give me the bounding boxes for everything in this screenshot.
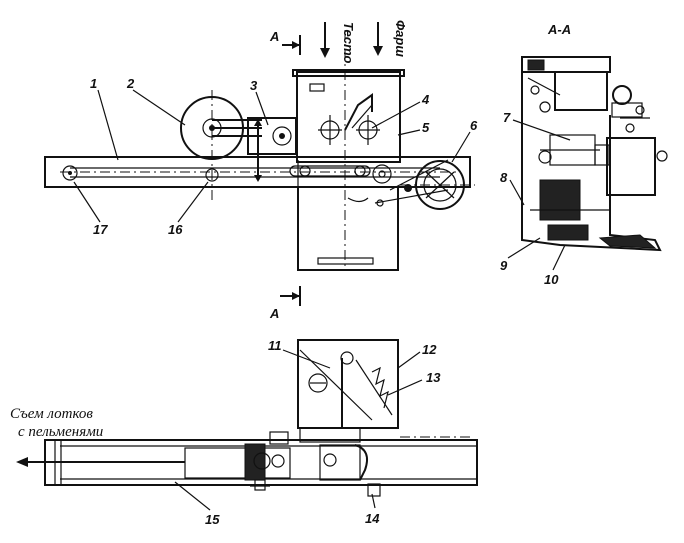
callout-9: 9: [500, 258, 508, 273]
section-mark-bottom: A: [269, 306, 279, 321]
filling-flow-label: Фарш: [393, 20, 408, 57]
callout-3: 3: [250, 78, 258, 93]
callout-14: 14: [365, 511, 380, 526]
callout-15: 15: [205, 512, 220, 527]
idler-pulley: [205, 168, 219, 182]
lower-housing: [297, 186, 399, 271]
section-mark-top: A: [269, 29, 279, 44]
front-view: A Тесто Фарш A: [44, 20, 475, 321]
output-note-line2: с пельменями: [18, 424, 103, 440]
plan-view: Съем лотков с пельменями: [10, 339, 478, 497]
callout-4: 4: [421, 92, 430, 107]
callout-5: 5: [422, 120, 430, 135]
callout-10: 10: [544, 272, 559, 287]
section-title: А-А: [547, 22, 571, 37]
section-view-aa: А-А: [521, 22, 668, 252]
callout-16: 16: [168, 222, 183, 237]
leader-lines: [73, 89, 571, 511]
callout-12: 12: [422, 342, 437, 357]
dough-flow-label: Тесто: [341, 22, 356, 63]
callout-8: 8: [500, 170, 508, 185]
callout-numbers: 1 2 3 4 5 6 7 8 9 10 11 12 13 14 15 16 1…: [90, 76, 559, 527]
dough-sheet-roller: [289, 165, 371, 177]
callout-2: 2: [126, 76, 135, 91]
callout-17: 17: [93, 222, 108, 237]
motor: [606, 137, 656, 196]
end-pulley: [62, 165, 78, 181]
dough-hopper: [296, 71, 401, 163]
adjusting-screw: [367, 483, 381, 497]
callout-11: 11: [268, 338, 282, 353]
output-note-line1: Съем лотков: [10, 406, 93, 422]
callout-7: 7: [503, 110, 511, 125]
callout-13: 13: [426, 370, 441, 385]
plan-drive-assembly: [184, 447, 291, 479]
callout-1: 1: [90, 76, 97, 91]
callout-6: 6: [470, 118, 478, 133]
